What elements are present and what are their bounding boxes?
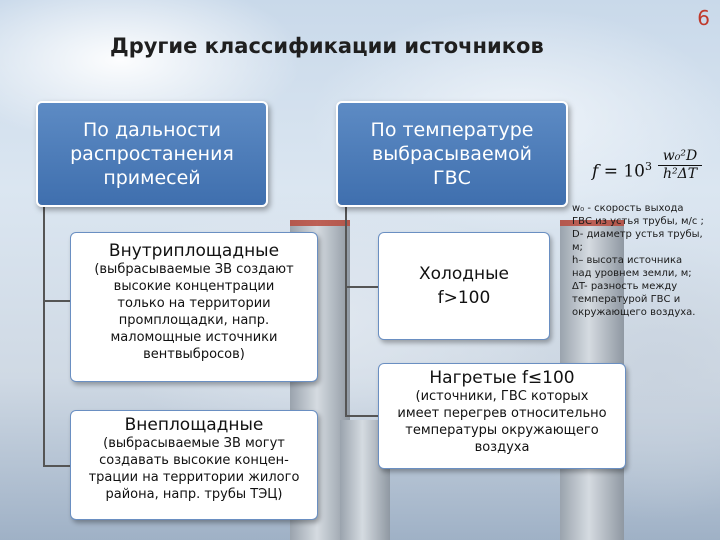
legend-line: над уровнем земли, м;	[572, 268, 692, 279]
header-temperature-line-1: По температуре	[370, 119, 534, 141]
box-intra-site: Внутриплощадные (выбрасываемые ЗВ создаю…	[70, 232, 318, 382]
box-intra-site-line-3: только на территории	[117, 296, 271, 311]
box-heated-line-1: (источники, ГВС которых	[415, 389, 589, 404]
right-connector-h2	[345, 415, 380, 417]
header-temperature-line-3: ГВС	[433, 167, 471, 189]
legend-line: окружающего воздуха.	[572, 307, 696, 318]
box-intra-site-line-1: (выбрасываемые ЗВ создают	[94, 262, 294, 277]
formula-eq: = 10	[598, 161, 645, 182]
legend-line: D- диаметр устья трубы,	[572, 229, 703, 240]
formula-lhs: f	[592, 161, 599, 182]
box-intra-site-line-6: вентвыбросов)	[143, 347, 245, 362]
box-off-site-line-1: (выбрасываемые ЗВ могут	[103, 436, 285, 451]
slide-number: 6	[697, 6, 710, 30]
formula-exp: 3	[644, 160, 652, 173]
left-connector-h2	[43, 465, 71, 467]
box-intra-site-line-4: промплощадки, напр.	[118, 313, 270, 328]
left-connector-h1	[43, 300, 71, 302]
box-heated: Нагретые f≤100 (источники, ГВС которых и…	[378, 363, 626, 469]
legend-line: h– высота источника	[572, 255, 683, 266]
formula-numerator: w₀²D	[658, 148, 702, 166]
header-distance-line-1: По дальности	[83, 119, 221, 141]
legend-line: ГВС из устья трубы, м/с ;	[572, 216, 704, 227]
box-off-site-line-3: трации на территории жилого	[88, 470, 300, 485]
box-off-site-line-4: района, напр. трубы ТЭЦ)	[105, 487, 283, 502]
header-temperature-line-2: выбрасываемой	[372, 143, 532, 165]
legend-line: w₀ - скорость выхода	[572, 203, 684, 214]
right-connector-vertical	[345, 204, 347, 416]
formula-denominator: h²ΔT	[662, 166, 698, 182]
box-heated-line-4: воздуха	[474, 440, 530, 455]
box-heated-line-3: температуры окружающего	[405, 423, 599, 438]
box-heated-line-2: имеет перегрев относительно	[397, 406, 607, 421]
page-title: Другие классификации источников	[110, 34, 544, 58]
left-connector-vertical	[43, 204, 45, 466]
formula-legend: w₀ - скорость выхода ГВС из устья трубы,…	[572, 202, 718, 319]
box-heated-heading: Нагретые f≤100	[429, 368, 575, 388]
box-intra-site-heading: Внутриплощадные	[108, 241, 280, 261]
header-distance-line-2: распростанения	[70, 143, 234, 165]
header-temperature: По температуре выбрасываемой ГВС	[336, 101, 568, 207]
box-off-site-heading: Внеплощадные	[124, 415, 264, 435]
legend-line: температурой ГВС и	[572, 294, 681, 305]
box-cold: Холодные f>100	[378, 232, 550, 340]
right-connector-h1	[345, 286, 380, 288]
box-off-site-line-2: создавать высокие концен-	[99, 453, 289, 468]
legend-line: м;	[572, 242, 583, 253]
box-off-site: Внеплощадные (выбрасываемые ЗВ могут соз…	[70, 410, 318, 520]
header-distance-line-3: примесей	[103, 167, 201, 189]
header-distance: По дальности распростанения примесей	[36, 101, 268, 207]
box-intra-site-line-2: высокие концентрации	[113, 279, 275, 294]
box-intra-site-line-5: маломощные источники	[110, 330, 278, 345]
legend-line: ΔT- разность между	[572, 281, 678, 292]
box-cold-line-2: f>100	[437, 288, 491, 308]
formula: f = 103 w₀²D h²ΔT	[592, 146, 702, 196]
box-cold-line-1: Холодные	[418, 264, 510, 284]
